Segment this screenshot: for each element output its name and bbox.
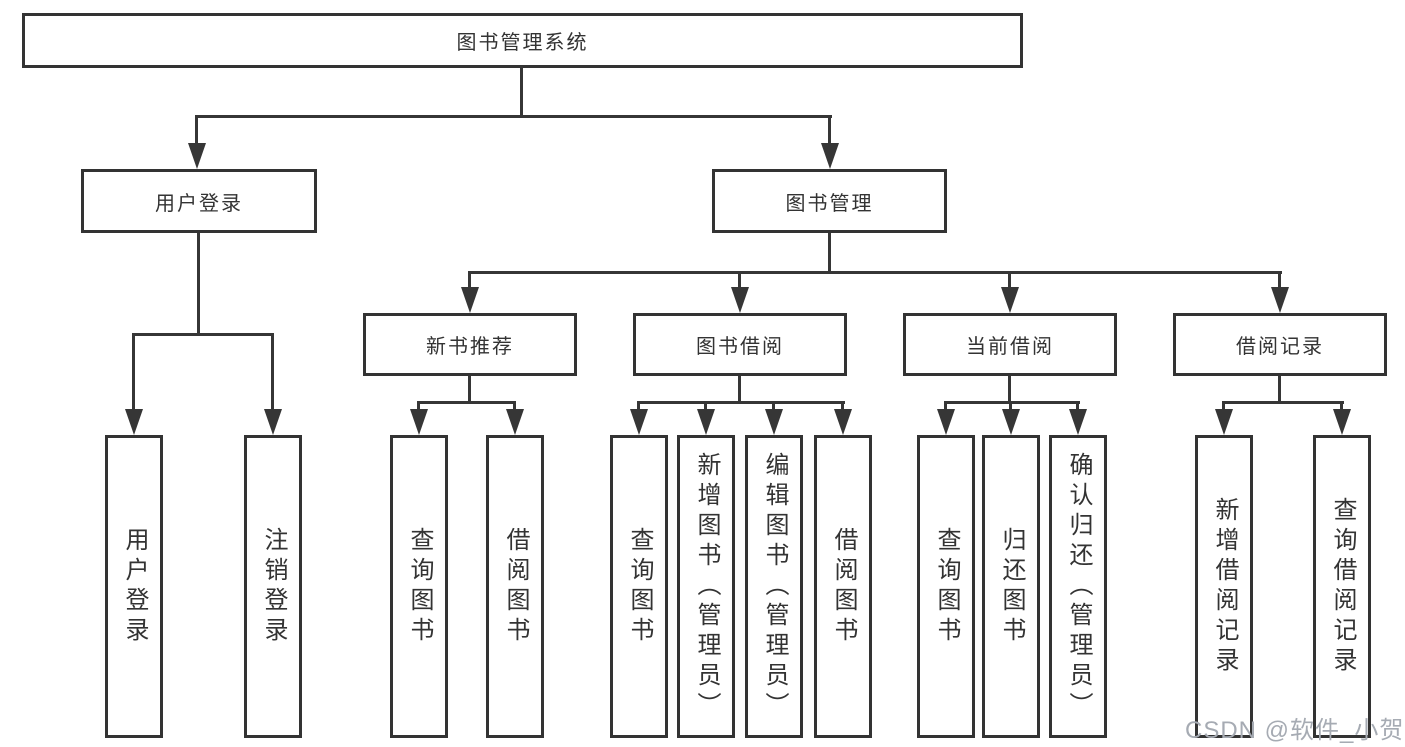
node-book-borrow: 图书借阅: [633, 313, 847, 376]
leaf-borrow-query-book: 查询图书: [610, 435, 668, 738]
connector-vline: [704, 401, 707, 413]
arrowhead-down-icon: [821, 143, 839, 169]
arrowhead-down-icon: [1002, 409, 1020, 435]
node-current-borrow: 当前借阅: [903, 313, 1117, 376]
connector-hline: [133, 333, 274, 336]
connector-vline: [195, 115, 198, 147]
connector-vline: [1008, 376, 1011, 403]
connector-hline: [638, 401, 845, 404]
connector-vline: [520, 66, 523, 117]
connector-vline: [468, 271, 471, 291]
leaf-logout: 注销登录: [244, 435, 302, 738]
arrowhead-down-icon: [731, 287, 749, 313]
node-borrow-records: 借阅记录: [1173, 313, 1387, 376]
arrowhead-down-icon: [1215, 409, 1233, 435]
connector-vline: [197, 233, 200, 336]
arrowhead-down-icon: [937, 409, 955, 435]
connector-hline: [1223, 401, 1344, 404]
connector-hline: [196, 115, 832, 118]
node-root: 图书管理系统: [22, 13, 1023, 68]
connector-vline: [513, 401, 516, 413]
arrowhead-down-icon: [1271, 287, 1289, 313]
connector-vline: [1278, 376, 1281, 403]
leaf-confirm-return-admin: 确认归还（管理员）: [1049, 435, 1107, 738]
arrowhead-down-icon: [264, 409, 282, 435]
arrowhead-down-icon: [1001, 287, 1019, 313]
arrowhead-down-icon: [188, 143, 206, 169]
connector-vline: [637, 401, 640, 413]
connector-vline: [468, 376, 471, 403]
arrowhead-down-icon: [697, 409, 715, 435]
connector-hline: [945, 401, 1080, 404]
arrowhead-down-icon: [765, 409, 783, 435]
connector-vline: [1222, 401, 1225, 413]
node-user-login: 用户登录: [81, 169, 317, 233]
arrowhead-down-icon: [410, 409, 428, 435]
leaf-add-borrow-record: 新增借阅记录: [1195, 435, 1253, 738]
leaf-user-login: 用户登录: [105, 435, 163, 738]
connector-hline: [418, 401, 516, 404]
connector-hline: [469, 271, 1282, 274]
leaf-add-book-admin: 新增图书（管理员）: [677, 435, 735, 738]
arrowhead-down-icon: [630, 409, 648, 435]
connector-vline: [1340, 401, 1343, 413]
connector-vline: [738, 376, 741, 403]
node-new-book-recommend: 新书推荐: [363, 313, 577, 376]
leaf-edit-book-admin: 编辑图书（管理员）: [745, 435, 803, 738]
leaf-borrow-book: 借阅图书: [814, 435, 872, 738]
arrowhead-down-icon: [1333, 409, 1351, 435]
connector-vline: [828, 233, 831, 274]
leaf-recommend-query-book: 查询图书: [390, 435, 448, 738]
connector-vline: [1008, 271, 1011, 291]
connector-vline: [841, 401, 844, 413]
connector-vline: [944, 401, 947, 413]
connector-vline: [828, 115, 831, 147]
connector-vline: [132, 333, 135, 413]
connector-vline: [738, 271, 741, 291]
leaf-current-query-book: 查询图书: [917, 435, 975, 738]
arrowhead-down-icon: [506, 409, 524, 435]
connector-vline: [1278, 271, 1281, 291]
leaf-return-book: 归还图书: [982, 435, 1040, 738]
arrowhead-down-icon: [125, 409, 143, 435]
connector-vline: [1009, 401, 1012, 413]
node-book-management: 图书管理: [712, 169, 947, 233]
connector-vline: [772, 401, 775, 413]
watermark: CSDN @软件_小贺同学: [1185, 717, 1405, 744]
leaf-query-borrow-record: 查询借阅记录: [1313, 435, 1371, 738]
arrowhead-down-icon: [834, 409, 852, 435]
leaf-recommend-borrow-book: 借阅图书: [486, 435, 544, 738]
arrowhead-down-icon: [1069, 409, 1087, 435]
connector-vline: [271, 333, 274, 413]
connector-vline: [417, 401, 420, 413]
arrowhead-down-icon: [461, 287, 479, 313]
connector-vline: [1076, 401, 1079, 413]
